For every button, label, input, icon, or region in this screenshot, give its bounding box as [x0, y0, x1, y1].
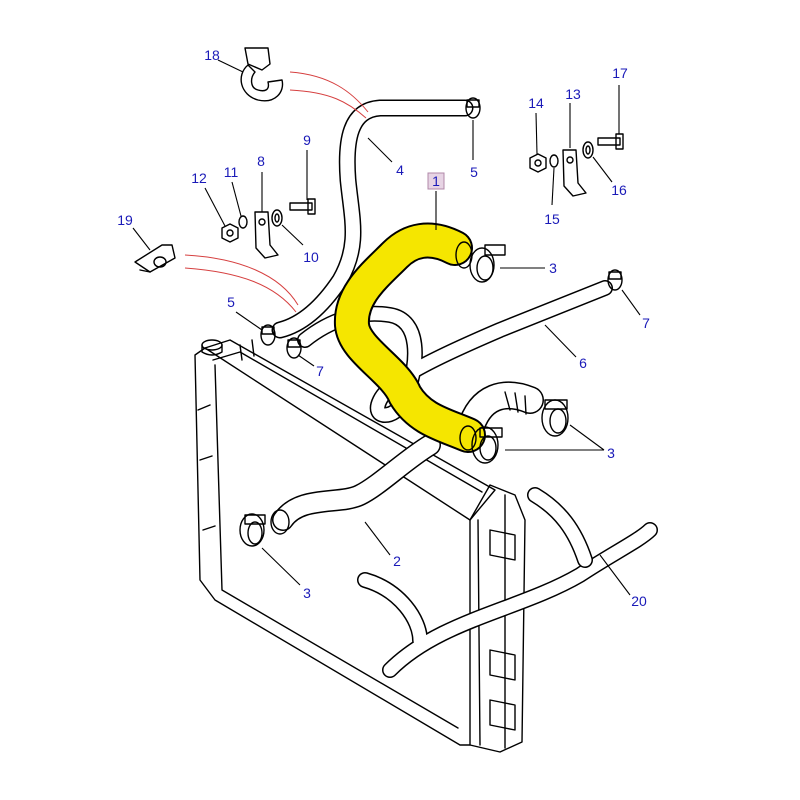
clip-18[interactable] — [240, 47, 284, 102]
callout-2[interactable]: 2 — [393, 553, 401, 569]
clamps — [239, 97, 623, 547]
callout-8[interactable]: 8 — [257, 153, 265, 169]
callout-15[interactable]: 15 — [544, 211, 560, 227]
callout-13[interactable]: 13 — [565, 86, 581, 102]
callout-16[interactable]: 16 — [611, 182, 627, 198]
hardware — [134, 47, 624, 273]
callout-11[interactable]: 11 — [224, 164, 239, 180]
bracket-8[interactable] — [254, 211, 279, 259]
hose-clip-7-right[interactable] — [607, 269, 623, 291]
washer-10[interactable] — [271, 209, 283, 227]
clip-19[interactable] — [134, 244, 176, 273]
spring-washer-11[interactable] — [238, 215, 248, 229]
bracket-13[interactable] — [562, 149, 587, 197]
hose-clip-3-bottom[interactable] — [239, 513, 266, 547]
callout-9[interactable]: 9 — [303, 132, 311, 148]
hose-clip-3-mid[interactable] — [471, 426, 503, 464]
callout-12[interactable]: 12 — [191, 170, 207, 186]
callout-18[interactable]: 18 — [204, 47, 220, 63]
callout-5-top[interactable]: 5 — [470, 164, 478, 180]
leader-lines — [132, 59, 641, 596]
hose-20[interactable] — [357, 487, 658, 678]
callout-3-bottom[interactable]: 3 — [303, 585, 311, 601]
callout-10[interactable]: 10 — [303, 249, 319, 265]
callouts: 1 2 3 3 3 4 5 5 6 7 7 8 9 10 11 12 13 14… — [117, 47, 650, 609]
callout-17[interactable]: 17 — [612, 65, 628, 81]
callout-1[interactable]: 1 — [427, 172, 445, 190]
callout-1-text: 1 — [432, 173, 440, 189]
hose-clip-3-top[interactable] — [469, 244, 506, 283]
hose-clip-3-right[interactable] — [541, 399, 569, 437]
nut-14[interactable] — [529, 153, 547, 173]
nut-12[interactable] — [221, 223, 239, 243]
bolt-9[interactable] — [289, 198, 316, 215]
callout-6[interactable]: 6 — [579, 355, 587, 371]
spring-washer-15[interactable] — [549, 154, 559, 168]
callout-19[interactable]: 19 — [117, 212, 133, 228]
hose-2[interactable] — [270, 434, 441, 535]
hose-4[interactable] — [271, 99, 474, 339]
radiator — [194, 339, 526, 753]
washer-16[interactable] — [582, 141, 594, 159]
reference-curves — [184, 71, 369, 313]
callout-14[interactable]: 14 — [528, 95, 544, 111]
callout-7-left[interactable]: 7 — [316, 363, 324, 379]
hose-clip-5-left[interactable] — [260, 324, 276, 346]
hose-clip-5-top[interactable] — [465, 97, 481, 119]
callout-5-left[interactable]: 5 — [227, 294, 235, 310]
callout-3-top[interactable]: 3 — [549, 260, 557, 276]
callout-4[interactable]: 4 — [396, 162, 404, 178]
callout-20[interactable]: 20 — [631, 593, 647, 609]
hose-clip-7-left[interactable] — [286, 337, 302, 359]
callout-7-right[interactable]: 7 — [642, 315, 650, 331]
bolt-17[interactable] — [597, 133, 624, 150]
callout-3-right[interactable]: 3 — [607, 445, 615, 461]
